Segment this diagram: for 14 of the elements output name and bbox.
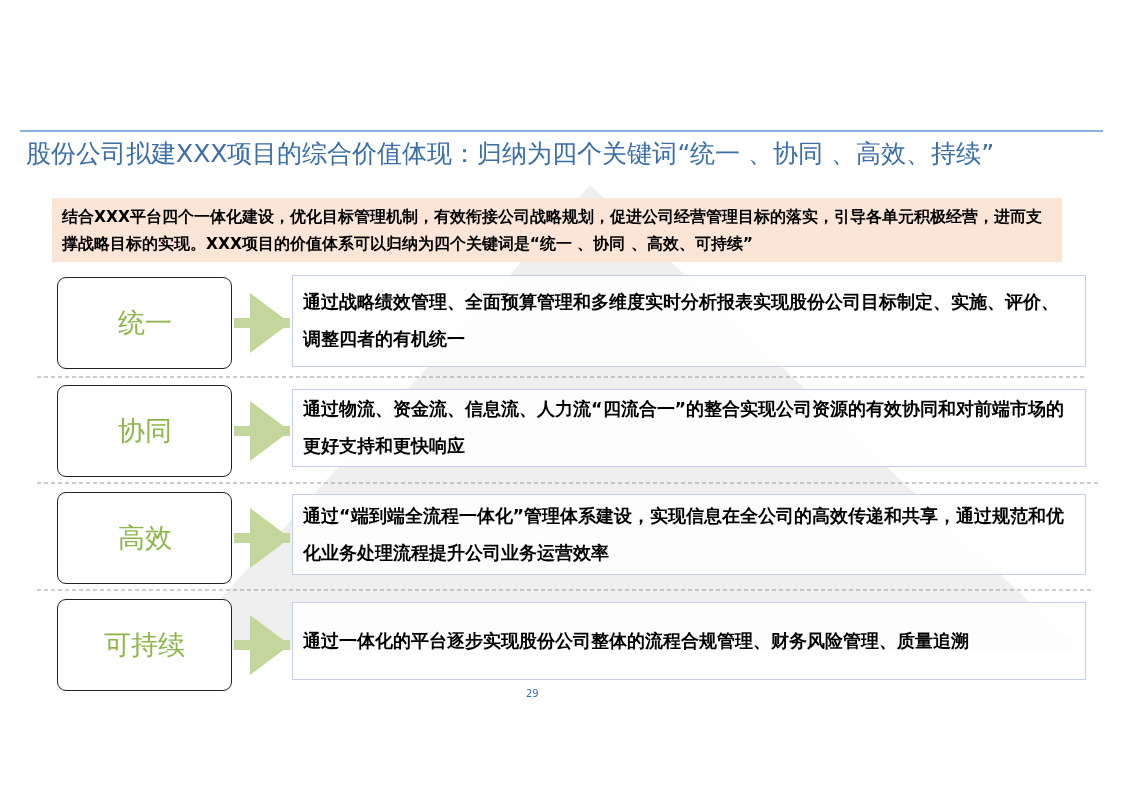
description-box: 通过“端到端全流程一体化”管理体系建设，实现信息在全公司的高效传递和共享，通过规范和优化业务处理流程提升公司业务运营效率 — [292, 494, 1086, 575]
description-box: 通过物流、资金流、信息流、人力流“四流合一”的整合实现公司资源的有效协同和对前端市场的更好支持和更快响应 — [292, 389, 1086, 467]
chevron-arrow — [234, 401, 290, 461]
keyword-box: 可持续 — [57, 599, 232, 691]
description-box: 通过战略绩效管理、全面预算管理和多维度实时分析报表实现股份公司目标制定、实施、评价、调整四者的有机统一 — [292, 275, 1086, 367]
slide-title: 股份公司拟建XXX项目的综合价值体现：归纳为四个关键词“统一 、协同 、高效、持续” — [26, 138, 996, 169]
chevron-arrow — [234, 615, 290, 675]
intro-panel: 结合XXX平台四个一体化建设，优化目标管理机制，有效衔接公司战略规划，促进公司经营管理目标的落实，引导各单元积极经营，进而支撑战略目标的实现。XXX项目的价值体系可以归纳为四个关键词是“统一 、协同 、高效、可持续” — [52, 198, 1062, 262]
chevron-arrow — [234, 293, 290, 353]
keyword-box: 统一 — [57, 277, 232, 369]
chevron-arrow — [234, 508, 290, 568]
description-box: 通过一体化的平台逐步实现股份公司整体的流程合规管理、财务风险管理、质量追溯 — [292, 602, 1086, 680]
keyword-box: 协同 — [57, 385, 232, 477]
keyword-box: 高效 — [57, 492, 232, 584]
